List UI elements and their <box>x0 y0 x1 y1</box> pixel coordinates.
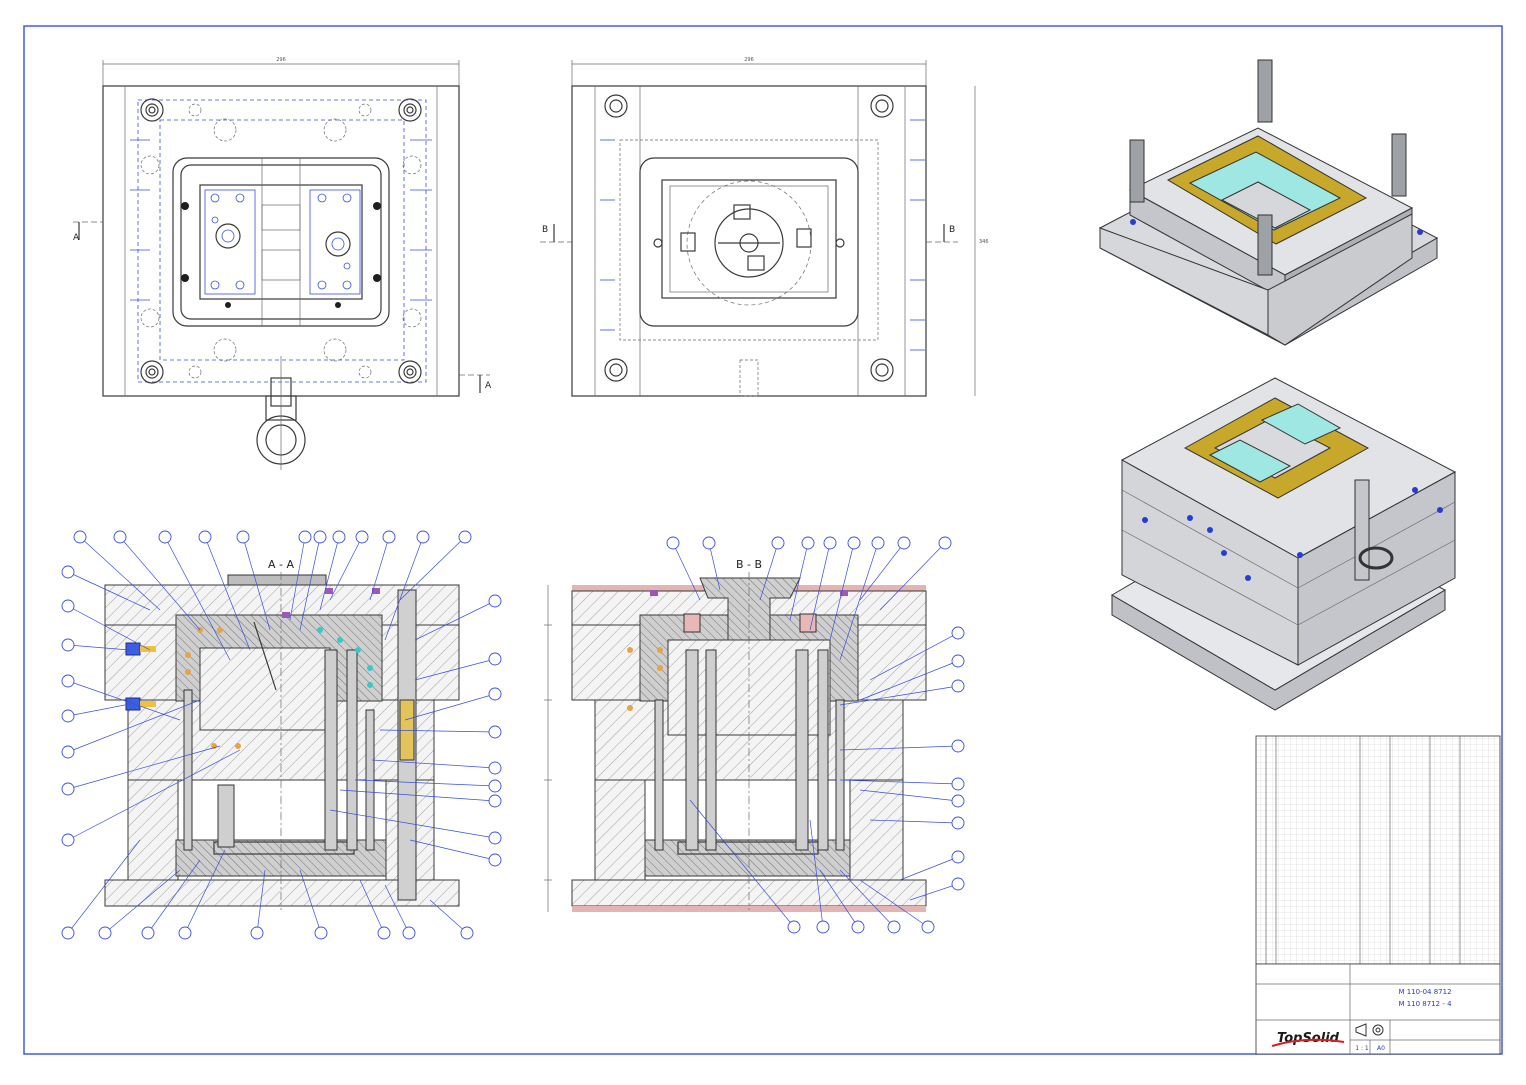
section-marker-b2: B <box>949 225 955 235</box>
dim-top-left: 296 <box>276 57 286 63</box>
section-b-title: B - B <box>736 558 762 571</box>
section-marker-a1: A <box>73 233 80 243</box>
isometric-view-bottom <box>1111 377 1457 711</box>
topsolid-logo: TopSolid <box>1277 1031 1340 1046</box>
callout-balloons <box>61 530 965 940</box>
isometric-view-top <box>1098 59 1439 346</box>
part-number: M 110-04 8712 <box>1398 988 1451 996</box>
section-view-b: B - B <box>544 558 927 912</box>
drawing-number: M 110 8712 - 4 <box>1398 1000 1452 1008</box>
section-view-a: A - A <box>104 558 460 910</box>
dim-right-side: 346 <box>979 239 989 245</box>
plan-view-right: 296 346 <box>540 57 989 397</box>
plan-view-left: 296 <box>73 57 492 470</box>
section-marker-b1: B <box>542 225 548 235</box>
parts-list-table <box>1255 735 1501 965</box>
outer-frame <box>23 25 1503 1055</box>
section-a-title: A - A <box>268 558 294 571</box>
dim-top-right: 296 <box>744 57 754 63</box>
scale: 1 : 1 <box>1355 1045 1369 1052</box>
projection-symbol <box>1355 1023 1367 1037</box>
logo-swoosh <box>1271 1038 1345 1047</box>
sheet-size: A0 <box>1377 1045 1385 1052</box>
section-marker-a2: A <box>485 381 492 391</box>
title-block: M 110-04 8712 M 110 8712 - 4 1 : 1 A0 To… <box>1255 963 1501 1055</box>
